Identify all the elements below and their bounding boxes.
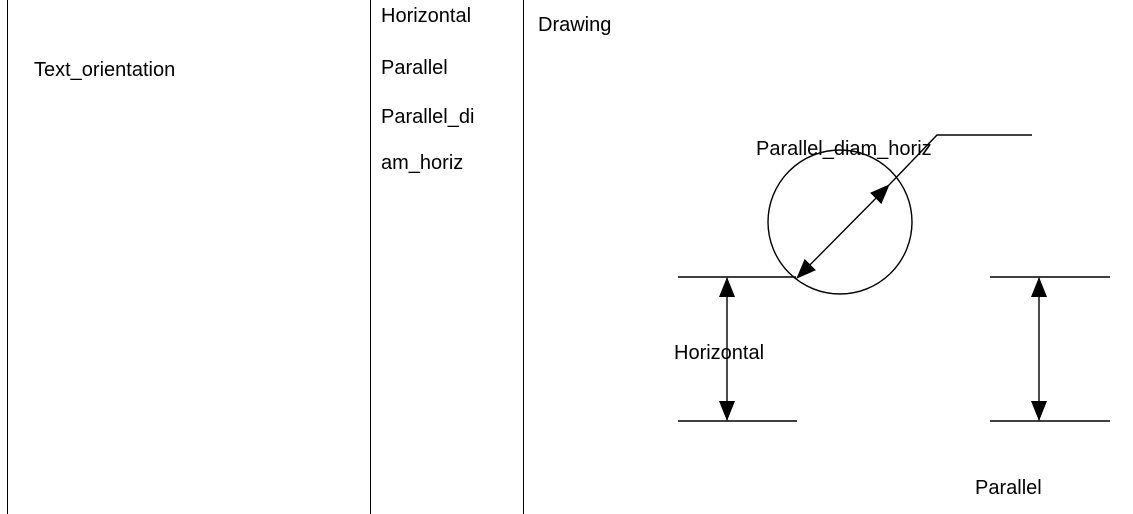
value-line-3: Parallel_di (381, 106, 475, 128)
table-column-divider-1 (370, 0, 371, 514)
value-line-1: Horizontal (381, 5, 472, 27)
value-line-2: Parallel (381, 57, 448, 79)
drawing-header: Drawing (538, 14, 612, 36)
diameter-label: Parallel_diam_horiz (756, 138, 932, 160)
diameter-leader-line (888, 134, 1032, 186)
property-name: Text_orientation (34, 59, 176, 81)
table-left-border (7, 0, 8, 514)
circle-shape (767, 149, 913, 295)
horizontal-label: Horizontal (674, 342, 764, 364)
value-line-4: am_horiz (381, 152, 464, 174)
table-column-divider-2 (523, 0, 524, 514)
parallel-label: Parallel (975, 477, 1042, 499)
diameter-dimension-line (796, 184, 890, 279)
